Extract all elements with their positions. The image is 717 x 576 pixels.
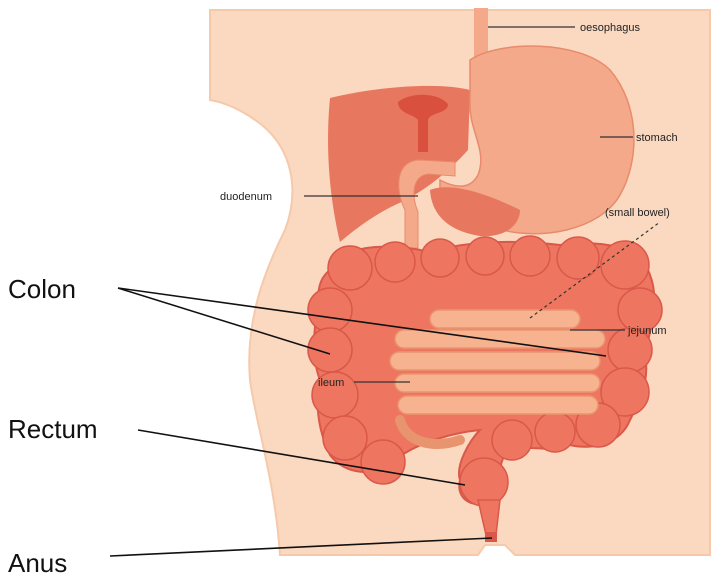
small-bowel-label: (small bowel) [605,207,670,219]
jejunum-label: jejunum [627,325,667,337]
rectum-label: Rectum [8,414,98,444]
ileum-label: ileum [318,377,344,389]
stomach-label: stomach [636,132,678,144]
anus-label: Anus [8,548,67,576]
duodenum-label: duodenum [220,191,272,203]
anus-shape [485,532,497,542]
oesophagus-label: oesophagus [580,22,640,34]
colon-label: Colon [8,274,76,304]
